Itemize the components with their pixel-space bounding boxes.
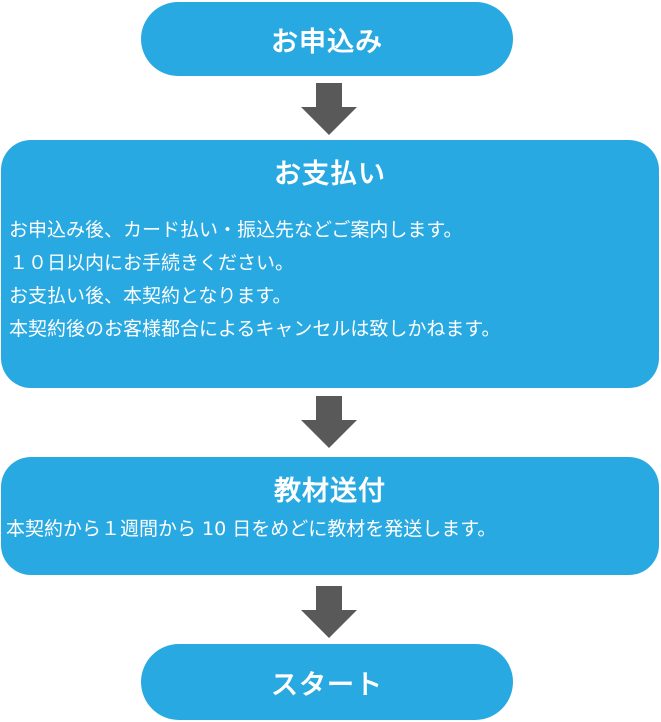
step-payment-line: 本契約後のお客様都合によるキャンセルは致しかねます。 (9, 318, 501, 340)
step-start-title: スタート (271, 669, 383, 701)
step-materials-shipping-line: 本契約から１週間から 10 日をめどに教材を発送します。 (6, 518, 497, 540)
step-materials-shipping-description: 本契約から１週間から 10 日をめどに教材を発送します。 (6, 513, 653, 546)
step-payment-line: お支払い後、本契約となります。 (9, 285, 292, 307)
down-arrow-icon (301, 83, 357, 135)
step-payment-line: １０日以内にお手続きください。 (9, 252, 295, 274)
down-arrow-icon (301, 586, 357, 638)
step-payment: お支払い お申込み後、カード払い・振込先などご案内します。 １０日以内にお手続き… (1, 140, 659, 388)
step-start: スタート (141, 644, 513, 720)
step-apply: お申込み (141, 2, 513, 76)
step-payment-title: お支払い (274, 159, 386, 190)
step-payment-description: お申込み後、カード払い・振込先などご案内します。 １０日以内にお手続きください。… (9, 214, 653, 346)
step-payment-line: お申込み後、カード払い・振込先などご案内します。 (9, 219, 463, 241)
step-materials-shipping-title: 教材送付 (274, 476, 386, 507)
step-apply-title: お申込み (271, 26, 383, 58)
step-materials-shipping: 教材送付 本契約から１週間から 10 日をめどに教材を発送します。 (1, 457, 659, 575)
down-arrow-icon (301, 396, 357, 448)
